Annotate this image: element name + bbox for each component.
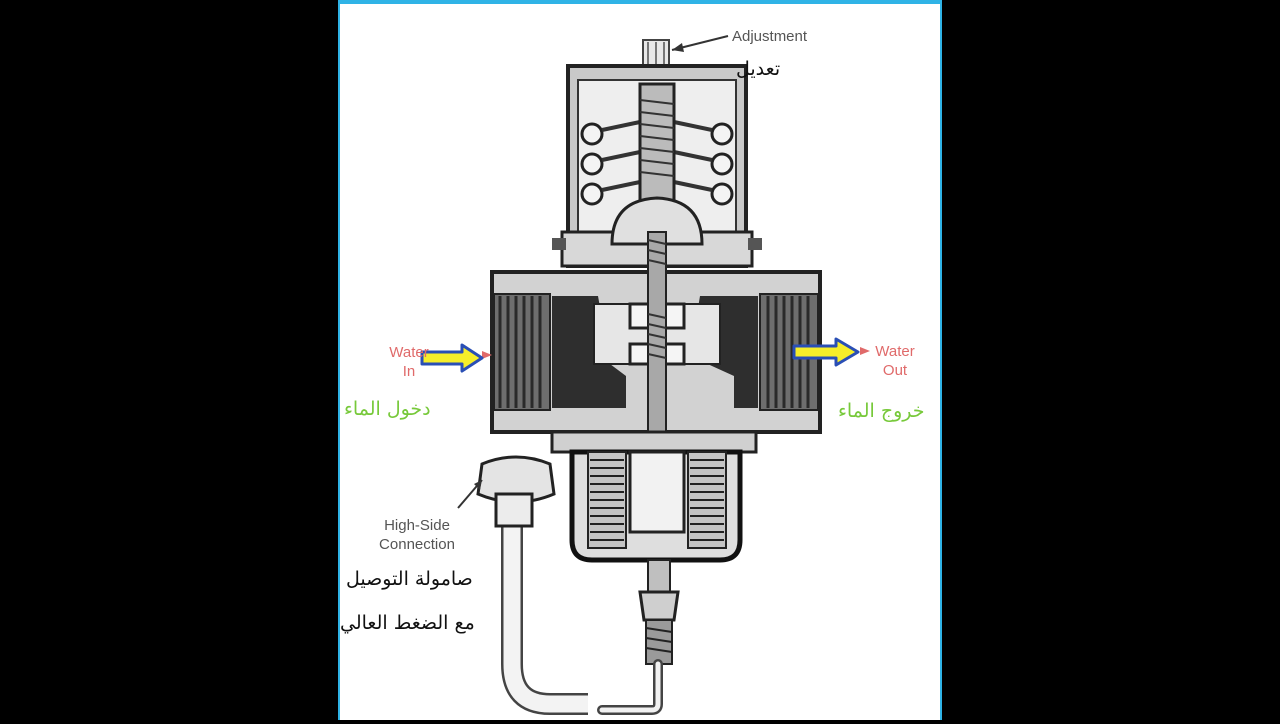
adjustment-stem [642,39,670,67]
water-out-label-ar: خروج الماء [838,400,925,422]
high-side-label-ar-2: مع الضغط العالي [340,612,475,634]
valve-body [490,231,822,493]
water-in-red-arrow [482,351,492,359]
spring-coils-left [580,122,604,206]
water-in-label-ar: دخول الماء [344,398,431,420]
water-out-label-en-2: Out [882,362,908,379]
high-side-label-ar-1: صامولة التوصيل [346,568,473,590]
water-out-flow-arrow [792,337,860,367]
water-in-label-en-2: In [402,363,416,380]
slide-frame: Adjustment تعديل Water In Water Out دخول… [338,0,942,720]
high-side-label-en-1: High-Side [384,517,450,534]
capillary-tube [501,524,663,715]
adjustment-pointer-arrow [671,35,729,52]
adjustment-label-en: Adjustment [732,28,808,45]
high-side-label-en-2: Connection [379,536,455,553]
water-in-label-en-1: Water [389,344,429,361]
water-out-label-en-1: Water [875,343,915,360]
adjustment-label-ar: تعديل [736,58,781,80]
high-side-connection-nut [476,455,556,528]
water-in-flow-arrow [420,343,484,373]
water-out-red-arrow [860,347,870,355]
spring-coils-right [710,122,734,206]
bellows-housing [550,430,758,665]
high-side-pointer-arrow [457,479,483,509]
water-regulating-valve-diagram [420,35,870,715]
